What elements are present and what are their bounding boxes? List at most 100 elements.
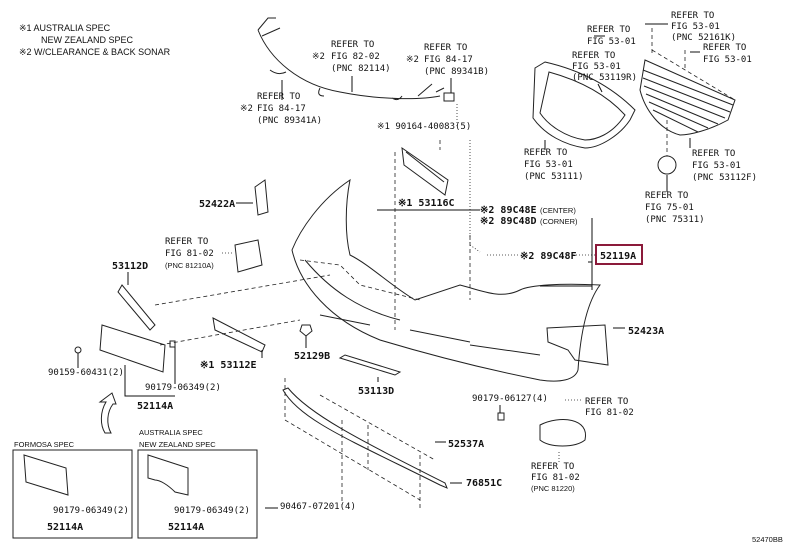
inset-australia-frame <box>137 449 258 539</box>
leader-52119A <box>540 222 593 287</box>
ref-pnc: (PNC 81220) <box>531 484 575 493</box>
formosa-bracket <box>23 454 69 496</box>
guide-53116C <box>394 140 441 330</box>
figure-id: 52470BB <box>752 535 783 544</box>
inset-formosa-frame <box>12 449 133 539</box>
note-1-line-1: ※1 AUSTRALIA SPEC <box>19 23 111 33</box>
part-90179-06127-label[interactable]: 90179-06127(4) <box>472 394 548 404</box>
ref-fig[interactable]: FIG 53-01 <box>524 160 573 170</box>
part-53112D <box>117 284 156 331</box>
inset-formosa-52114A[interactable]: 52114A <box>47 522 83 533</box>
ref-81210A[interactable]: REFER TO FIG 81-02 (PNC 81210A) <box>165 237 214 270</box>
part-89C48F-label[interactable]: ※2 89C48F <box>520 251 577 262</box>
australia-bracket <box>147 454 189 496</box>
ref-fig[interactable]: FIG 81-02 <box>585 408 634 418</box>
part-89C48D-label[interactable]: ※2 89C48D <box>480 216 537 227</box>
wire-harness <box>257 17 445 101</box>
ref-fog-81-02[interactable]: REFER TO FIG 81-02 <box>585 397 634 418</box>
part-89C48E-label[interactable]: ※2 89C48E <box>480 205 537 216</box>
ref-fig[interactable]: FIG 53-01 <box>572 62 621 72</box>
ref-line: REFER TO <box>585 397 628 407</box>
ref-grille-top-right[interactable]: REFER TO FIG 53-01 <box>703 43 752 65</box>
part-52119A-label[interactable]: 52119A <box>600 251 636 262</box>
ref-pnc: (PNC 52161K) <box>671 33 736 43</box>
part-52129B-label[interactable]: 52129B <box>294 351 330 362</box>
bumper-details <box>304 259 541 356</box>
part-52114A-label[interactable]: 52114A <box>137 401 173 412</box>
ref-fig[interactable]: FIG 75-01 <box>645 203 694 213</box>
ref-fig[interactable]: FIG 84-17 <box>257 104 306 114</box>
inset-australia-title-2: NEW ZEALAND SPEC <box>139 440 216 449</box>
ref-line: REFER TO <box>671 11 714 21</box>
ref-pnc: (PNC 89341B) <box>424 67 489 77</box>
inset-formosa-90179[interactable]: 90179-06349(2) <box>53 506 129 516</box>
part-90179-06349-label[interactable]: 90179-06349(2) <box>145 383 221 393</box>
part-76851C-label[interactable]: 76851C <box>466 478 502 489</box>
inset-australia-title-1: AUSTRALIA SPEC <box>139 428 203 437</box>
part-52129B <box>299 324 313 337</box>
ref-line: REFER TO <box>257 92 300 102</box>
ref-fig[interactable]: FIG 53-01 <box>587 37 636 47</box>
part-53113D-label[interactable]: 53113D <box>358 386 394 397</box>
bumper-cover <box>291 178 601 382</box>
ref-line: REFER TO <box>331 40 374 50</box>
ref-fig[interactable]: FIG 84-17 <box>424 55 473 65</box>
ref-fig[interactable]: FIG 81-02 <box>531 473 580 483</box>
ref-line: REFER TO <box>587 25 630 35</box>
lamp-81210A <box>234 239 263 273</box>
ref-line: REFER TO <box>692 149 735 159</box>
highlight-box <box>595 244 643 265</box>
sonar-connector <box>443 92 455 102</box>
ref-grille-top-left[interactable]: REFER TO FIG 53-01 <box>587 25 636 47</box>
fog-lamp <box>539 419 586 447</box>
part-90467-label[interactable]: 90467-07201(4) <box>280 502 356 512</box>
emblem <box>657 155 677 175</box>
ref-fig[interactable]: FIG 82-02 <box>331 52 380 62</box>
ref-52161K[interactable]: REFER TO FIG 53-01 (PNC 52161K) <box>671 11 736 43</box>
part-52422A-label[interactable]: 52422A <box>199 199 235 210</box>
part-52537A-label[interactable]: 52537A <box>448 439 484 450</box>
ref-53111[interactable]: REFER TO FIG 53-01 (PNC 53111) <box>524 148 584 182</box>
ref-pnc: (PNC 53119R) <box>572 73 637 83</box>
view-arrow-icon <box>98 392 117 434</box>
part-52422A <box>254 179 269 216</box>
ref-53119R[interactable]: REFER TO FIG 53-01 (PNC 53119R) <box>572 51 637 83</box>
dotted-leader <box>222 104 595 464</box>
part-53116C-label[interactable]: ※1 53116C <box>398 198 455 209</box>
line-art <box>12 17 736 539</box>
ref-82114[interactable]: REFER TO ※2 FIG 82-02 (PNC 82114) <box>312 40 391 74</box>
mark-2: ※2 <box>406 55 419 65</box>
ref-pnc: (PNC 53111) <box>524 172 584 182</box>
note-1-line-2: NEW ZEALAND SPEC <box>41 35 134 45</box>
ref-line: REFER TO <box>645 191 688 201</box>
part-53112D-label[interactable]: 53112D <box>112 261 148 272</box>
leader-lines <box>77 23 700 509</box>
ref-line: REFER TO <box>531 462 574 472</box>
grille <box>639 59 736 136</box>
ref-fig[interactable]: FIG 81-02 <box>165 249 214 259</box>
ref-fig[interactable]: FIG 53-01 <box>703 55 752 65</box>
ref-fig[interactable]: FIG 53-01 <box>671 22 720 32</box>
ref-pnc: (PNC 89341A) <box>257 116 322 126</box>
part-90164-40083[interactable]: ※1 90164-40083(5) <box>377 122 471 132</box>
inset-australia-52114A[interactable]: 52114A <box>168 522 204 533</box>
ref-75311[interactable]: REFER TO FIG 75-01 (PNC 75311) <box>645 191 705 225</box>
ref-81220[interactable]: REFER TO FIG 81-02 (PNC 81220) <box>531 462 580 493</box>
ref-fig[interactable]: FIG 53-01 <box>692 161 741 171</box>
spoiler-76851C <box>282 387 448 489</box>
part-53112E-label[interactable]: ※1 53112E <box>200 360 257 371</box>
part-89C48D-note: (CORNER) <box>540 217 578 226</box>
screw-90159 <box>74 346 82 354</box>
part-90159-label[interactable]: 90159-60431(2) <box>48 368 124 378</box>
ref-89341B[interactable]: REFER TO ※2 FIG 84-17 (PNC 89341B) <box>406 43 489 77</box>
ref-53112F[interactable]: REFER TO FIG 53-01 (PNC 53112F) <box>692 149 757 183</box>
ref-89341A[interactable]: REFER TO ※2 FIG 84-17 (PNC 89341A) <box>240 92 322 126</box>
ref-line: REFER TO <box>572 51 615 61</box>
ref-pnc: (PNC 53112F) <box>692 173 757 183</box>
grille-molding <box>532 61 636 149</box>
part-52423A-label[interactable]: 52423A <box>628 326 664 337</box>
inset-australia-90179[interactable]: 90179-06349(2) <box>174 506 250 516</box>
mark-2: ※2 <box>240 104 253 114</box>
spoiler-guide-lines <box>284 378 436 510</box>
